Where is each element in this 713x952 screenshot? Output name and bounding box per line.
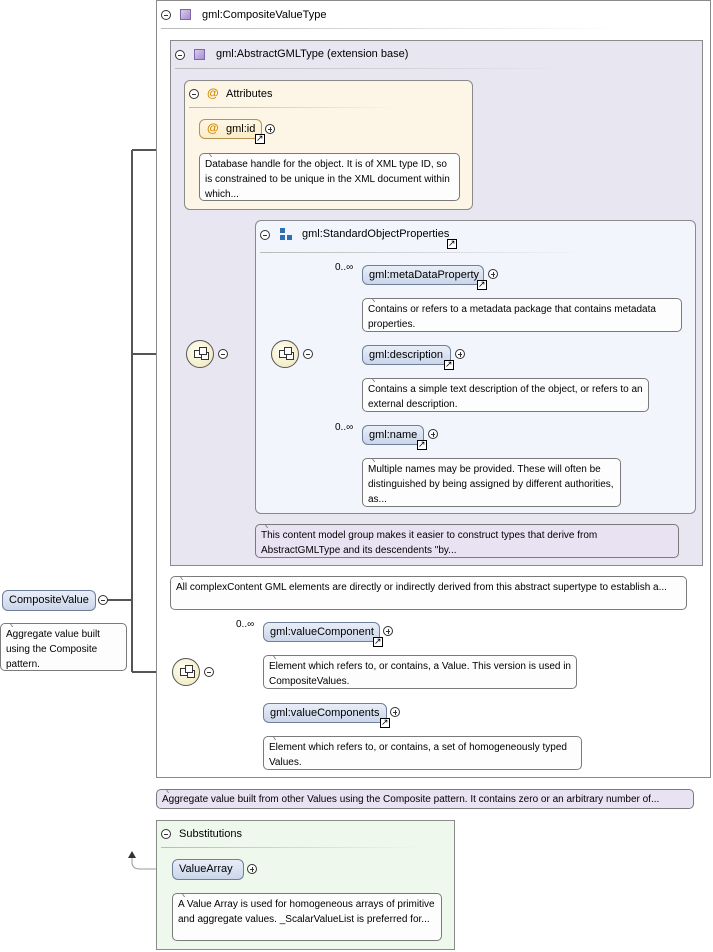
root-annotation: Aggregate value built using the Composit… [0,623,127,671]
reference-arrow-icon[interactable] [373,635,383,647]
element-annotation: Multiple names may be provided. These wi… [362,458,621,507]
header-divider [161,847,421,848]
element-expand-toggle[interactable] [455,349,465,359]
reference-arrow-icon[interactable] [380,716,390,728]
sequence-compositor-icon[interactable] [271,340,299,368]
occurrence-label: 0..∞ [236,619,255,630]
root-element-name: CompositeValue [9,594,89,606]
attributes-collapse-toggle[interactable] [189,89,199,99]
sequence-compositor-icon[interactable] [172,658,200,686]
complex-type-annotation: Aggregate value built from other Values … [156,789,694,809]
base-type-header: gml:AbstractGMLType (extension base) [216,48,409,60]
group-header: gml:StandardObjectProperties [302,228,450,240]
complex-type-icon [180,9,191,20]
element-valuecomponent[interactable]: gml:valueComponent [263,622,380,642]
complex-type-header: gml:CompositeValueType [202,9,327,21]
reference-arrow-icon[interactable] [444,358,454,370]
sequence-collapse-toggle[interactable] [204,667,214,677]
element-annotation: Contains or refers to a metadata package… [362,298,682,332]
group-icon [280,228,292,240]
sequence-collapse-toggle[interactable] [218,349,228,359]
reference-arrow-icon[interactable] [417,438,427,450]
substitution-annotation: A Value Array is used for homogeneous ar… [172,893,442,941]
header-divider [161,28,621,29]
element-annotation: Element which refers to, or contains, a … [263,736,582,770]
reference-arrow-icon[interactable] [255,132,265,144]
root-element[interactable]: CompositeValue [2,590,96,611]
header-divider [260,252,590,253]
header-divider [189,107,399,108]
element-metadataproperty[interactable]: gml:metaDataProperty [362,265,484,285]
attribute-annotation: Database handle for the object. It is of… [199,153,460,201]
base-type-collapse-toggle[interactable] [175,50,185,60]
attributes-header: Attributes [226,88,273,100]
at-sign-icon: @ [207,121,219,135]
attribute-expand-toggle[interactable] [265,124,275,134]
complex-type-icon [194,49,205,60]
element-name[interactable]: gml:name [362,425,424,445]
attribute-name: gml:id [226,123,256,135]
base-type-annotation: All complexContent GML elements are dire… [170,576,687,610]
element-expand-toggle[interactable] [488,269,498,279]
header-divider [175,68,575,69]
substitution-valuearray[interactable]: ValueArray [172,859,244,880]
at-sign-icon: @ [207,86,219,100]
element-expand-toggle[interactable] [390,707,400,717]
element-valuecomponents[interactable]: gml:valueComponents [263,703,387,723]
substitutions-collapse-toggle[interactable] [161,829,171,839]
occurrence-label: 0..∞ [335,262,354,273]
reference-arrow-icon[interactable] [477,278,487,290]
element-annotation: Element which refers to, or contains, a … [263,655,577,689]
substitutions-header: Substitutions [179,828,242,840]
element-expand-toggle[interactable] [428,429,438,439]
group-annotation: This content model group makes it easier… [255,524,679,558]
group-collapse-toggle[interactable] [260,230,270,240]
element-annotation: Contains a simple text description of th… [362,378,649,412]
element-expand-toggle[interactable] [247,864,257,874]
sequence-collapse-toggle[interactable] [303,349,313,359]
element-description[interactable]: gml:description [362,345,451,365]
occurrence-label: 0..∞ [335,422,354,433]
root-collapse-toggle[interactable] [98,595,108,605]
element-expand-toggle[interactable] [383,626,393,636]
complex-type-collapse-toggle[interactable] [161,10,171,20]
reference-arrow-icon[interactable] [447,237,457,249]
sequence-compositor-icon[interactable] [186,340,214,368]
attribute-id[interactable]: gml:id [199,119,262,139]
